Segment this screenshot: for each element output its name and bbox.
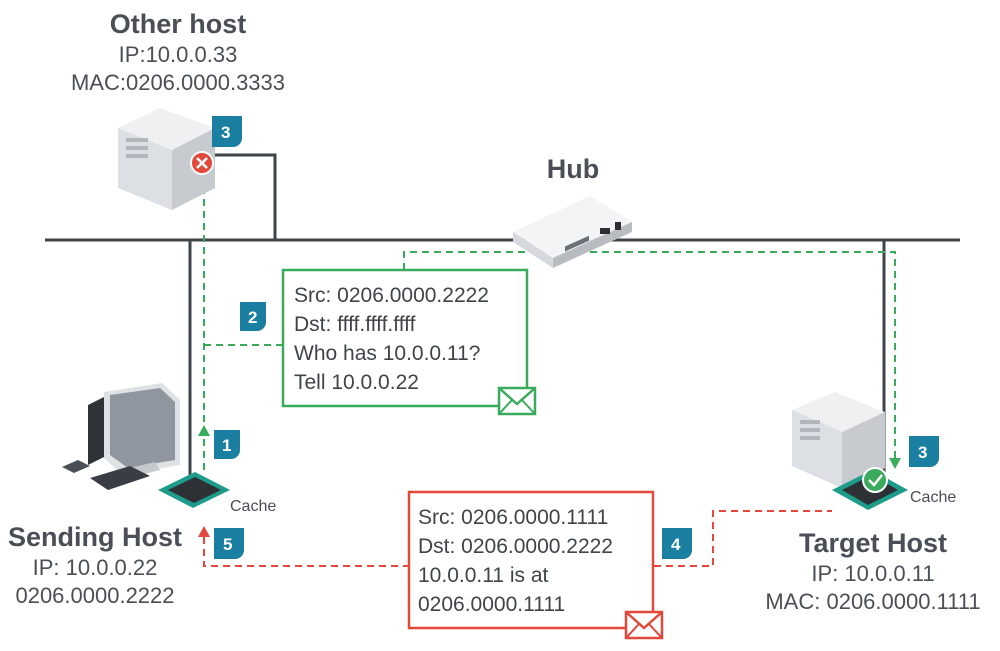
target-host-title: Target Host [799,528,947,558]
request-line-2: Dst: ffff.ffff.ffff [294,313,416,336]
request-line-1: Src: 0206.0000.2222 [294,284,489,307]
request-line-3: Who has 10.0.0.11? [294,342,480,365]
step-badge-3-target: 3 [909,436,939,467]
sending-host-computer-icon [62,383,180,490]
step-badge-1: 1 [214,430,240,459]
hub-label: Hub [547,154,599,184]
sending-cache-chip-icon [158,472,230,508]
target-cache-label: Cache [910,489,956,506]
reply-line-1: Src: 0206.0000.1111 [418,506,608,529]
reply-box-to-target [654,510,832,567]
reply-box-to-sender [203,535,410,567]
step-badge-3-other: 3 [212,116,242,147]
reply-path [203,510,832,567]
other-host-drop [210,153,277,240]
step-badge-5: 5 [214,528,244,559]
reply-arrowhead-sender [198,526,210,537]
svg-text:4: 4 [671,535,681,554]
request-path [203,188,896,470]
request-box-to-hub [403,251,896,462]
other-host-ip: IP:10.0.0.33 [119,42,238,67]
svg-text:3: 3 [221,123,230,142]
other-host-computer-icon [118,108,215,210]
reply-line-3: 10.0.0.11 is at [418,564,549,587]
target-host-ip: IP: 10.0.0.11 [811,561,934,586]
svg-text:1: 1 [222,436,231,455]
reply-line-4: 0206.0000.1111 [418,593,565,616]
request-envelope-icon [497,386,537,416]
request-message-box [281,268,529,408]
reply-message-box [407,490,655,630]
svg-text:3: 3 [918,443,927,462]
other-host-title: Other host [110,9,247,39]
reject-icon [190,151,214,175]
sending-host-ip: IP: 10.0.0.22 [33,555,158,580]
accept-icon [862,467,888,493]
step-badge-2: 2 [240,302,266,331]
sending-cache-label: Cache [230,498,276,515]
hub-device-icon [513,196,632,268]
request-line-4: Tell 10.0.0.22 [294,371,419,394]
sending-host-mac: 0206.0000.2222 [15,583,174,608]
other-host-mac: MAC:0206.0000.3333 [71,70,285,95]
reply-line-2: Dst: 0206.0000.2222 [418,535,613,558]
request-arrowhead-target [889,458,901,469]
svg-text:2: 2 [248,308,257,327]
request-arrowhead-sender [198,425,210,436]
target-host-computer-icon [792,392,885,488]
step-badge-4: 4 [662,528,692,559]
target-host-mac: MAC: 0206.0000.1111 [765,589,980,614]
sending-host-title: Sending Host [8,522,182,552]
reply-envelope-icon [624,610,664,640]
svg-text:5: 5 [223,535,232,554]
